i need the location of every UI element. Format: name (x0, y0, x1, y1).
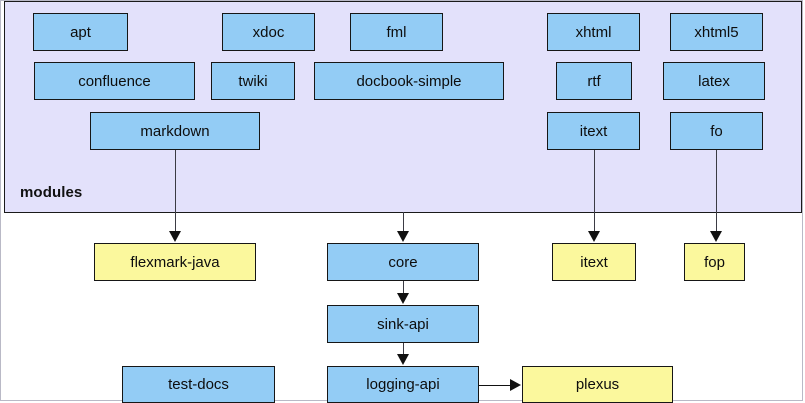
edge-itext-module-to-itext-arrowhead (588, 231, 600, 242)
edge-core-to-sink-api-line (403, 281, 404, 294)
edge-markdown-to-flexmark-java-arrowhead (169, 231, 181, 242)
edge-sink-api-to-logging-api-line (403, 343, 404, 355)
artifact-node-flexmark-java[interactable]: flexmark-java (94, 243, 256, 281)
edge-modules-to-core-line (403, 212, 404, 231)
module-node-apt[interactable]: apt (33, 13, 128, 51)
artifact-node-plexus[interactable]: plexus (522, 366, 673, 403)
module-node-fml[interactable]: fml (350, 13, 443, 51)
edge-markdown-to-flexmark-java-line (175, 150, 176, 231)
edge-fo-to-fop-arrowhead (710, 231, 722, 242)
edge-logging-api-to-plexus-arrowhead (510, 379, 521, 391)
edge-modules-to-core-arrowhead (397, 231, 409, 242)
edge-fo-to-fop-line (716, 150, 717, 231)
module-node-latex[interactable]: latex (663, 62, 765, 100)
artifact-node-logging-api[interactable]: logging-api (327, 366, 479, 403)
artifact-node-core[interactable]: core (327, 243, 479, 281)
module-node-xdoc[interactable]: xdoc (222, 13, 315, 51)
module-node-rtf[interactable]: rtf (556, 62, 632, 100)
module-node-docbook-simple[interactable]: docbook-simple (314, 62, 504, 100)
modules-cluster-label: modules (20, 184, 83, 201)
edge-logging-api-to-plexus-line (479, 385, 511, 386)
artifact-node-sink-api[interactable]: sink-api (327, 305, 479, 343)
artifact-node-itext[interactable]: itext (552, 243, 636, 281)
module-node-confluence[interactable]: confluence (34, 62, 195, 100)
edge-core-to-sink-api-arrowhead (397, 293, 409, 304)
module-node-twiki[interactable]: twiki (211, 62, 295, 100)
module-node-itext[interactable]: itext (547, 112, 640, 150)
edge-sink-api-to-logging-api-arrowhead (397, 354, 409, 365)
artifact-node-test-docs[interactable]: test-docs (122, 366, 275, 403)
module-node-xhtml5[interactable]: xhtml5 (670, 13, 763, 51)
module-node-fo[interactable]: fo (670, 112, 763, 150)
module-node-xhtml[interactable]: xhtml (547, 13, 640, 51)
module-node-markdown[interactable]: markdown (90, 112, 260, 150)
artifact-node-fop[interactable]: fop (684, 243, 745, 281)
edge-itext-module-to-itext-line (594, 150, 595, 231)
